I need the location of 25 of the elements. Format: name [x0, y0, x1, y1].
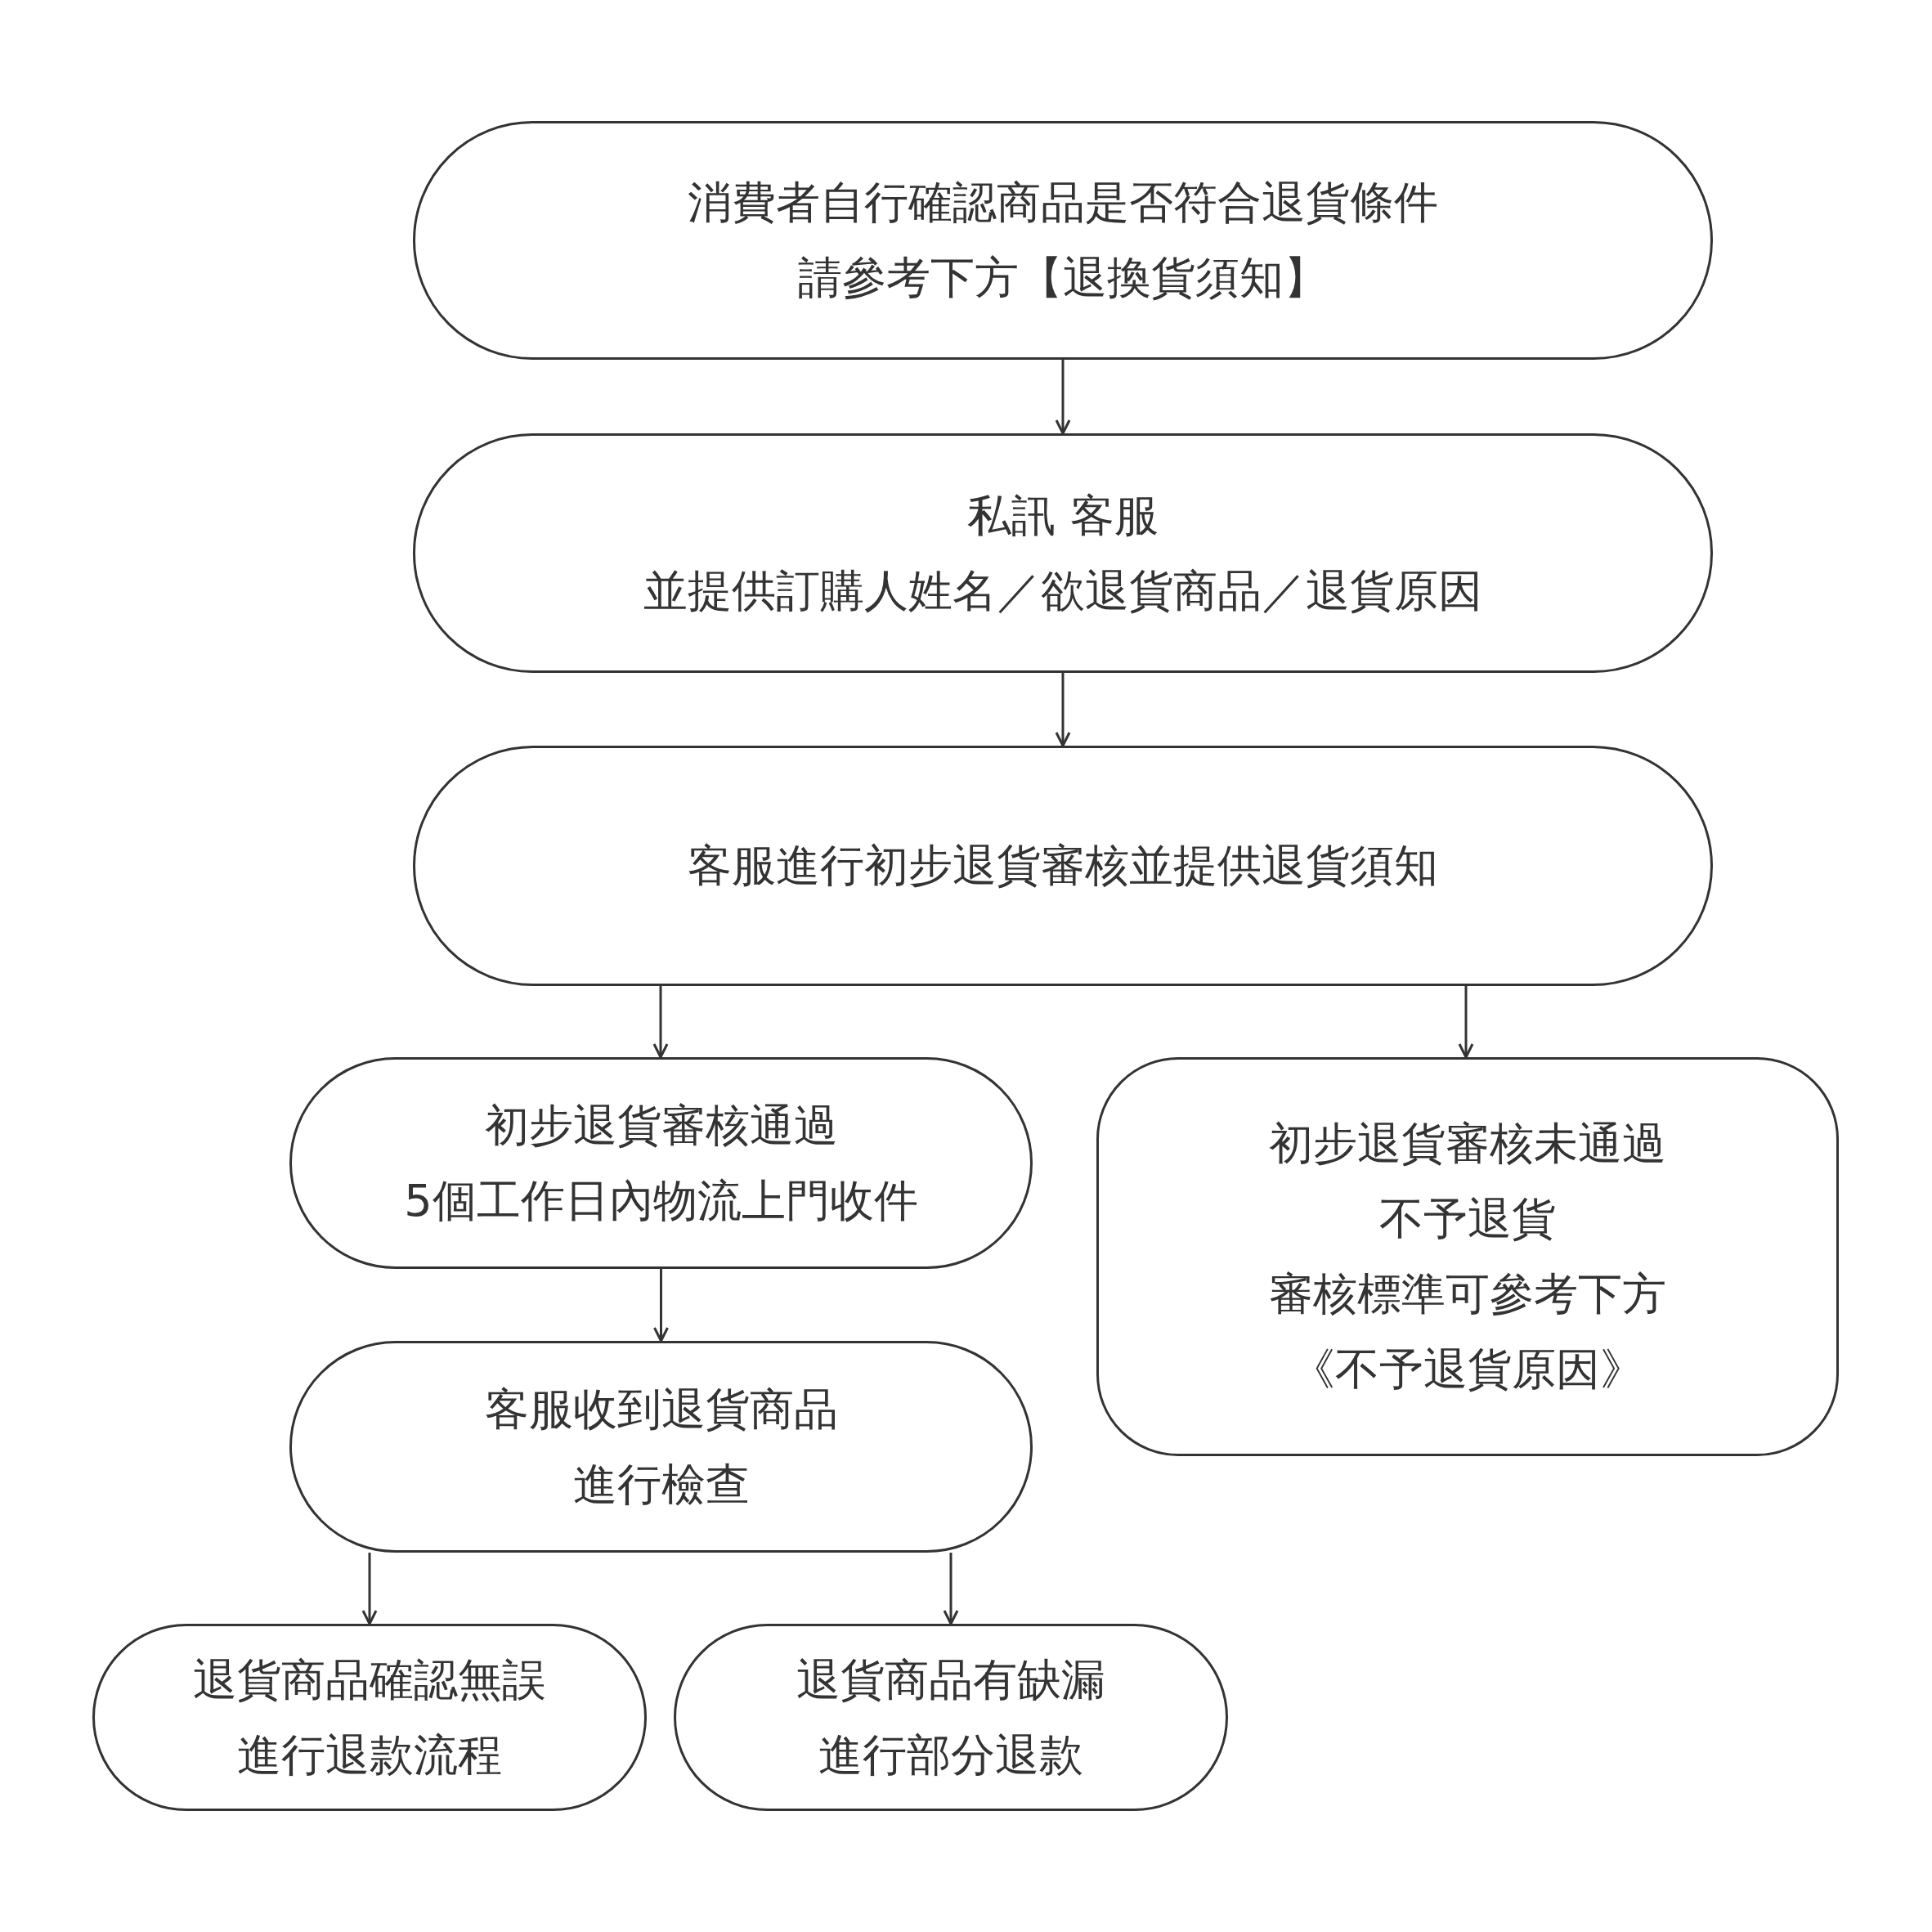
step-text: 初步退貨審核未通過: [1269, 1117, 1666, 1171]
step-text: 初步退貨審核通過: [484, 1098, 838, 1153]
step-text: 並提供訂購人姓名／欲退貨商品／退貨原因: [643, 563, 1482, 618]
step-text: 私訊 客服: [967, 488, 1159, 543]
step-text: 客服收到退貨商品: [484, 1382, 838, 1437]
step-text: 消費者自行確認商品是否符合退貨條件: [688, 176, 1438, 230]
arrow: [1458, 986, 1474, 1059]
arrow: [1055, 360, 1071, 435]
step-text: 《不予退貨原因》: [1291, 1343, 1644, 1396]
step-text: 不予退貨: [1379, 1192, 1556, 1246]
arrow: [943, 1553, 959, 1625]
step-text: 客服進行初步退貨審核並提供退貨須知: [688, 839, 1438, 893]
step-text: 5個工作日內物流上門收件: [404, 1173, 918, 1228]
step-text: 進行退款流程: [237, 1728, 502, 1782]
step-text: 退貨商品有缺漏: [796, 1652, 1105, 1707]
step-text: 進行檢查: [572, 1457, 750, 1512]
arrow: [361, 1553, 378, 1625]
process-box: [1096, 1057, 1839, 1456]
arrow: [653, 1269, 669, 1343]
arrow: [1055, 673, 1071, 747]
step-text: 退貨商品確認無誤: [193, 1652, 546, 1707]
step-text: 審核標準可參考下方: [1269, 1267, 1666, 1321]
arrow: [652, 986, 669, 1059]
step-text: 請參考下方【退換貨須知】: [798, 251, 1328, 305]
step-text: 進行部分退款: [818, 1728, 1083, 1782]
